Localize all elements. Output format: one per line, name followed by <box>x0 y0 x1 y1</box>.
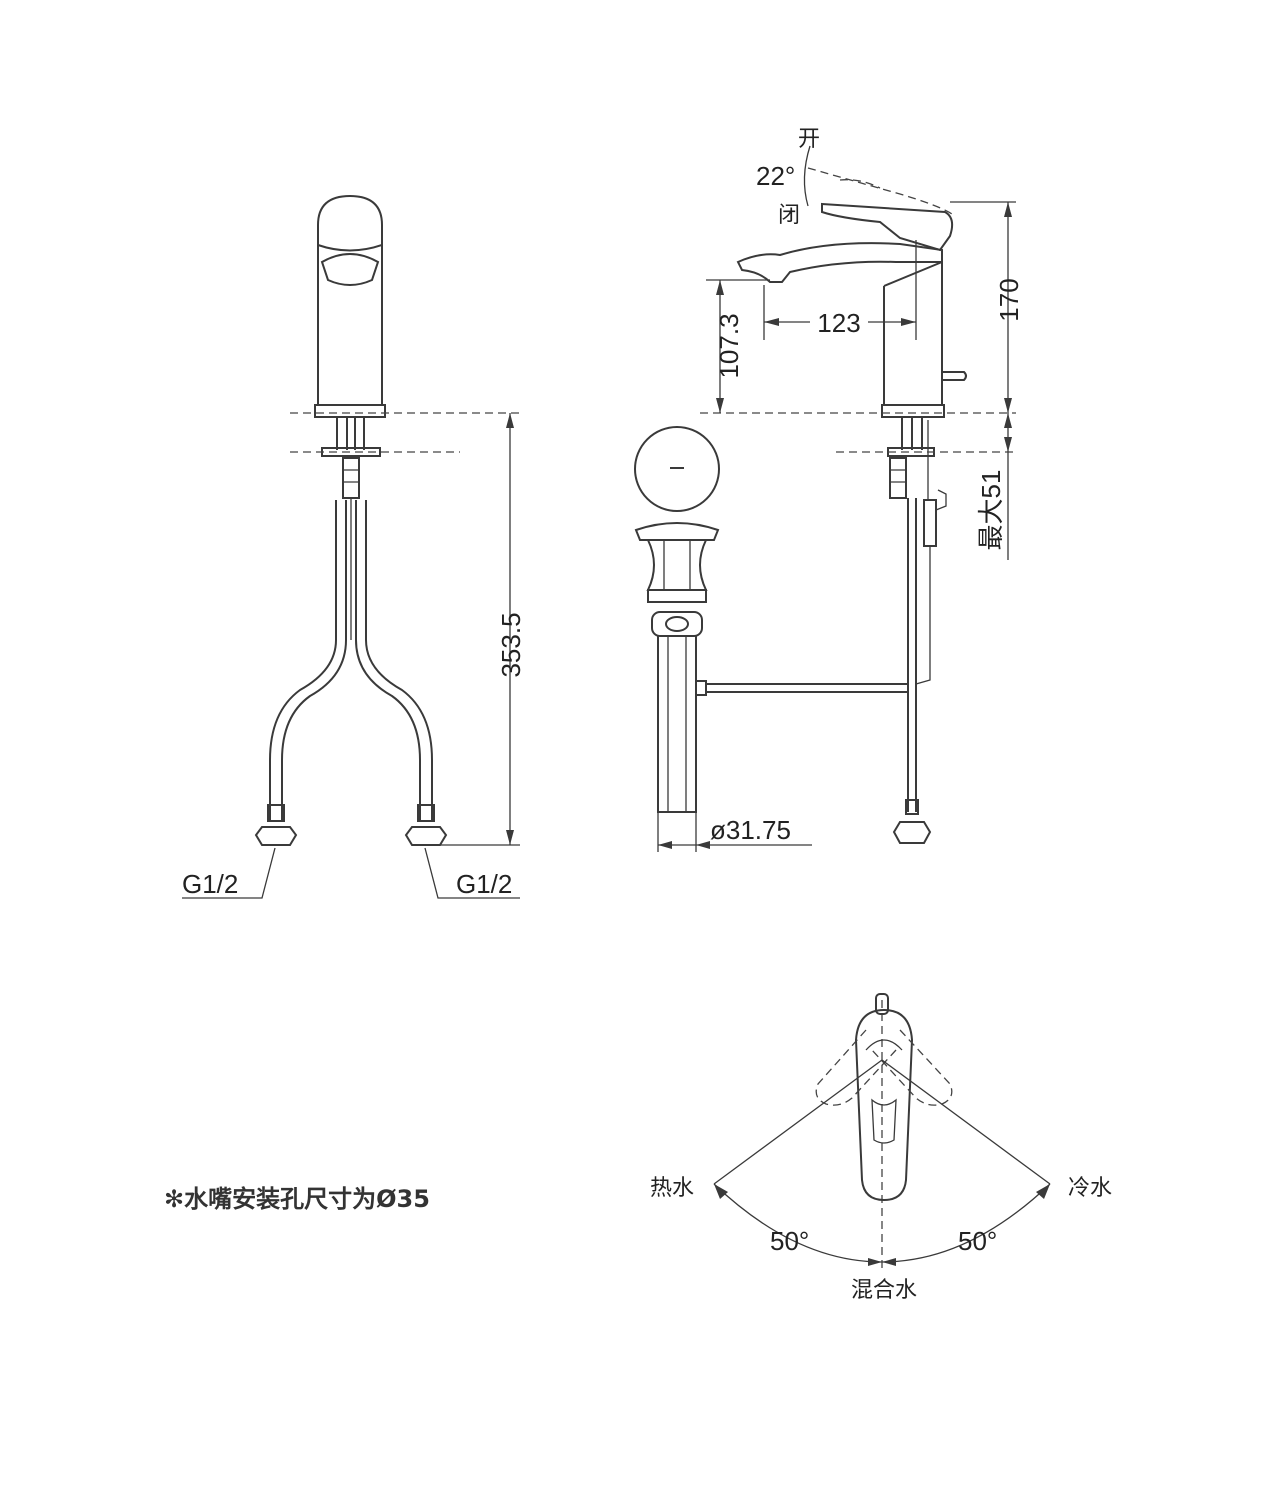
front-view <box>182 194 520 899</box>
hot-water-label: 热水 <box>650 1176 694 1201</box>
closed-label: 闭 <box>778 203 800 228</box>
open-angle-label: 22° <box>756 161 795 191</box>
max-deck-thickness-label: 最大51 <box>976 470 1006 551</box>
hose-length-label: 353.5 <box>496 612 526 677</box>
top-view <box>713 993 1051 1268</box>
angle-cold-label: 50° <box>958 1226 997 1256</box>
install-note: ✻水嘴安装孔尺寸为Ø35 <box>164 1185 430 1213</box>
pop-up-drain <box>634 426 908 852</box>
inlet-left-label: G1/2 <box>182 869 238 899</box>
open-label: 开 <box>798 127 820 152</box>
total-height-label: 170 <box>994 278 1024 321</box>
angle-hot-label: 50° <box>770 1226 809 1256</box>
inlet-right-label: G1/2 <box>456 869 512 899</box>
drain-diameter-label: ø31.75 <box>710 815 791 845</box>
spout-height-label: 107.3 <box>714 313 744 378</box>
cold-water-label: 冷水 <box>1068 1176 1112 1201</box>
side-view <box>700 145 1016 844</box>
mixed-water-label: 混合水 <box>851 1278 917 1303</box>
spout-reach-label: 123 <box>817 308 860 338</box>
